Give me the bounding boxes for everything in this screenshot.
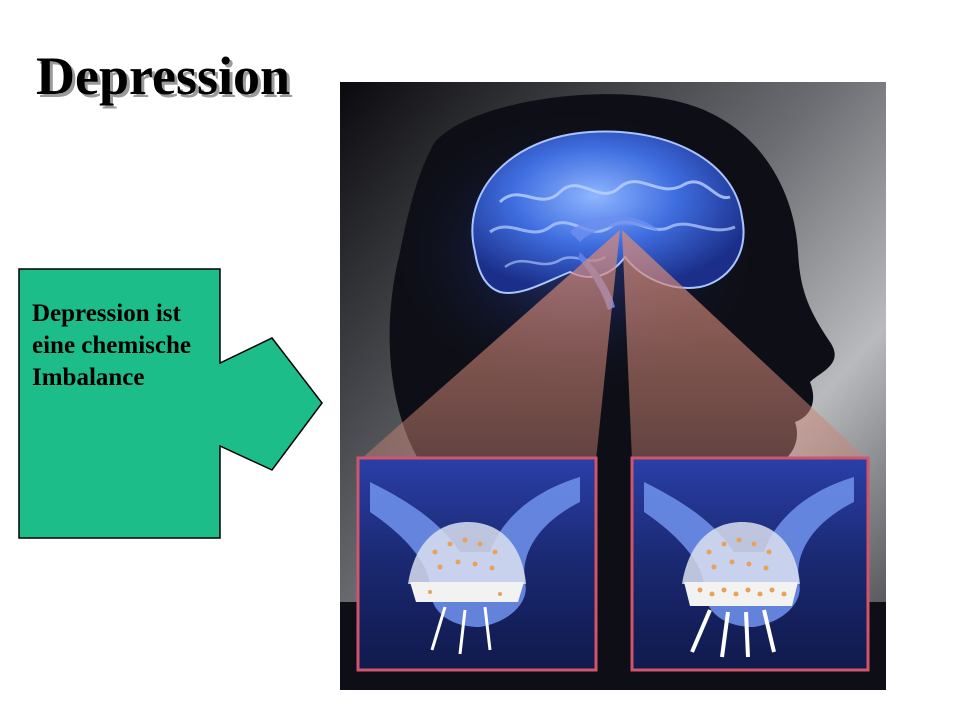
callout-text: Depression ist eine chemische Imbalance [32, 300, 191, 391]
slide-title: Depression [36, 46, 291, 106]
synapse-icon [356, 456, 870, 672]
arrow-callout: Depression ist eine chemische Imbalance [18, 268, 324, 540]
head-silhouette-icon [340, 82, 886, 690]
brain-synapse-illustration [340, 82, 886, 690]
arrow-callout-shape-icon [18, 268, 323, 539]
